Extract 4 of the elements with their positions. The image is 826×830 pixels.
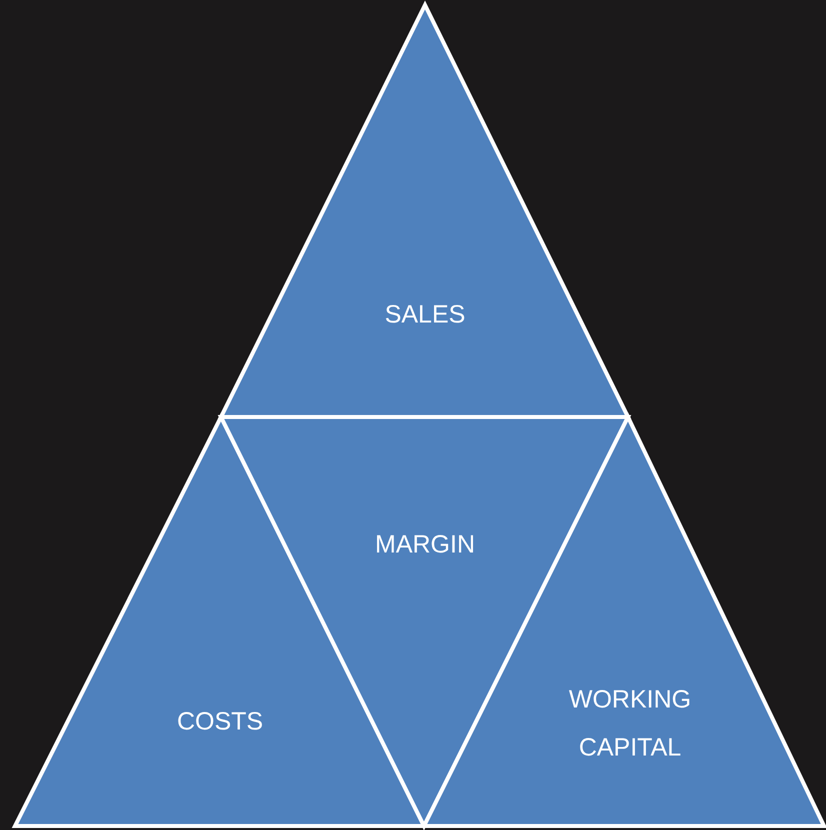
segment-label: COSTS xyxy=(176,706,264,738)
segment-label: MARGIN xyxy=(374,529,476,560)
segment-label: SALES xyxy=(384,299,466,330)
segment-label: WORKING CAPITAL xyxy=(568,684,692,763)
